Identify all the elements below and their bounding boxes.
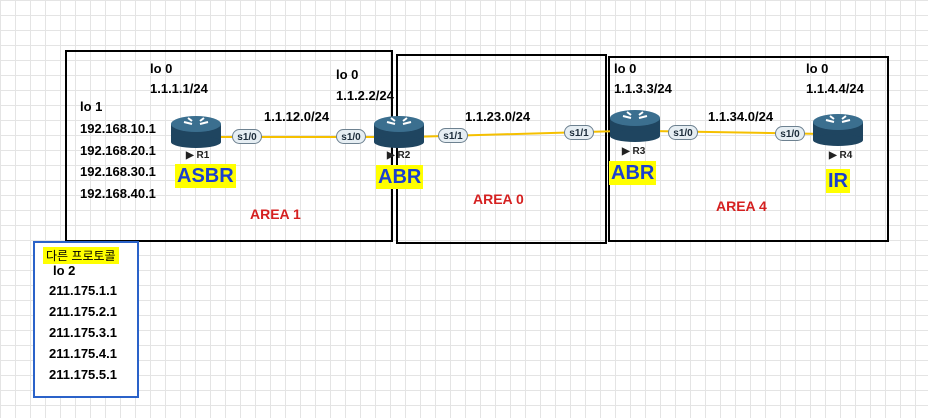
r1-port-s1-0[interactable]: s1/0 (232, 129, 262, 144)
r1-name-text: R1 (196, 150, 210, 161)
lo2-addr-4: 211.175.4.1 (49, 346, 117, 361)
r3-lo0-ip: 1.1.3.3/24 (614, 81, 672, 96)
r1-name: ▶ R1 (186, 150, 210, 161)
r3-name-text: R3 (632, 146, 646, 157)
router-icon[interactable] (609, 108, 661, 142)
area-4-label: AREA 4 (716, 198, 767, 214)
r4-name-text: R4 (839, 150, 853, 161)
r3-port-s1-1[interactable]: s1/1 (564, 125, 594, 140)
area-0-box (396, 54, 607, 244)
r2-name: ▶ R2 (387, 150, 411, 161)
r3-role-badge: ABR (609, 161, 657, 185)
r3-port-s1-0[interactable]: s1/0 (668, 125, 698, 140)
r2-lo0-ip: 1.1.2.2/24 (336, 88, 394, 103)
r4-port-s1-0[interactable]: s1/0 (775, 126, 805, 141)
r1-lo1-addr-2: 192.168.20.1 (80, 143, 156, 158)
r1-lo1-label: lo 1 (80, 99, 103, 114)
link-23-network: 1.1.23.0/24 (465, 109, 531, 124)
other-protocol-title: 다른 프로토콜 (43, 247, 119, 264)
lo2-label: lo 2 (53, 263, 76, 278)
r2-port-s1-1[interactable]: s1/1 (438, 128, 468, 143)
r2-name-text: R2 (397, 150, 411, 161)
lo2-addr-2: 211.175.2.1 (49, 304, 117, 319)
link-34-network: 1.1.34.0/24 (708, 109, 774, 124)
r1-lo1-addr-3: 192.168.30.1 (80, 164, 156, 179)
r4-lo0-label: lo 0 (806, 61, 829, 76)
link-12-network: 1.1.12.0/24 (264, 109, 330, 124)
r3-lo0-label: lo 0 (614, 61, 637, 76)
r2-port-s1-0[interactable]: s1/0 (336, 129, 366, 144)
other-protocol-box: 다른 프로토콜 lo 2 211.175.1.1 211.175.2.1 211… (33, 241, 139, 398)
area-1-label: AREA 1 (250, 206, 301, 222)
r3-name: ▶ R3 (622, 146, 646, 157)
lo2-addr-5: 211.175.5.1 (49, 367, 117, 382)
router-icon[interactable] (812, 112, 864, 146)
area-0-label: AREA 0 (473, 191, 524, 207)
lo2-addr-1: 211.175.1.1 (49, 283, 117, 298)
r1-lo0-label: lo 0 (150, 61, 173, 76)
r1-lo0-ip: 1.1.1.1/24 (150, 81, 208, 96)
lo2-addr-3: 211.175.3.1 (49, 325, 117, 340)
r4-name: ▶ R4 (829, 150, 853, 161)
router-icon[interactable] (373, 114, 425, 148)
router-icon[interactable] (170, 114, 222, 148)
r4-role-badge: IR (826, 169, 850, 193)
r2-role-badge: ABR (376, 165, 424, 189)
r1-lo1-addr-1: 192.168.10.1 (80, 121, 156, 136)
r4-lo0-ip: 1.1.4.4/24 (806, 81, 864, 96)
r1-role-badge: ASBR (175, 164, 236, 188)
r1-lo1-addr-4: 192.168.40.1 (80, 186, 156, 201)
r2-lo0-label: lo 0 (336, 67, 359, 82)
area-4-box (608, 56, 889, 242)
